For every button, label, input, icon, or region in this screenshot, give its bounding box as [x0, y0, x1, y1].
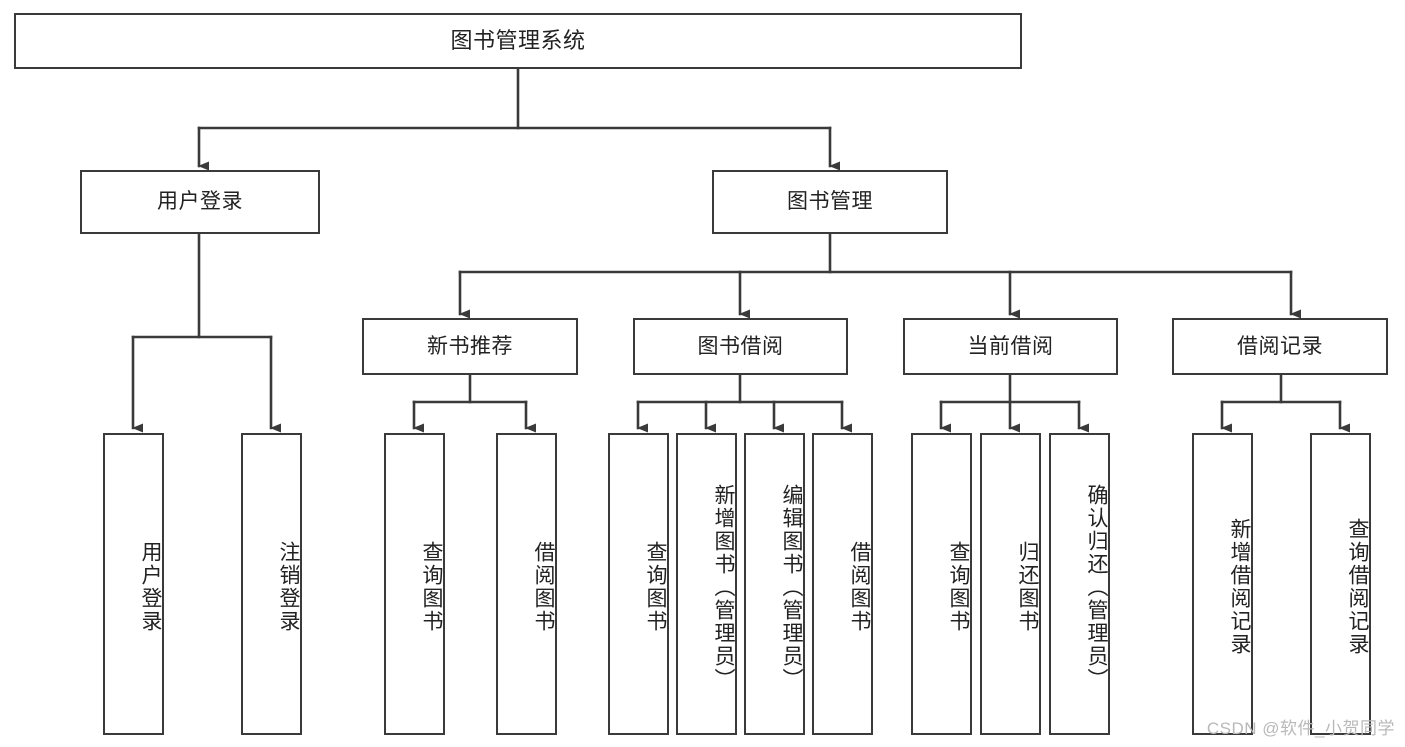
leaf-query-book-current[interactable]: 查询图书: [911, 433, 972, 735]
leaf-return-book[interactable]: 归还图书: [980, 433, 1041, 735]
node-label: 查询借阅记录: [1346, 518, 1369, 656]
edges-borrow-record: [1220, 373, 1350, 433]
leaf-query-book-recommend[interactable]: 查询图书: [384, 433, 445, 735]
node-label: 确认归还（管理员）: [1085, 483, 1108, 691]
node-borrow-record[interactable]: 借阅记录: [1172, 318, 1388, 375]
leaf-add-book-admin[interactable]: 新增图书（管理员）: [676, 433, 737, 735]
edges-new-book-recommend: [412, 373, 536, 433]
leaf-confirm-return-admin[interactable]: 确认归还（管理员）: [1049, 433, 1110, 735]
node-root-system[interactable]: 图书管理系统: [14, 13, 1022, 69]
leaf-add-borrow-record[interactable]: 新增借阅记录: [1192, 433, 1253, 735]
node-label: 图书借阅: [697, 334, 784, 358]
node-label: 借阅图书: [532, 541, 555, 633]
node-label: 用户登录: [157, 190, 243, 214]
node-book-borrow[interactable]: 图书借阅: [633, 318, 848, 375]
node-current-borrow[interactable]: 当前借阅: [903, 318, 1118, 375]
node-label: 图书管理系统: [450, 27, 586, 53]
node-label: 借阅图书: [848, 541, 871, 633]
edges-root: [197, 67, 840, 171]
leaf-user-login[interactable]: 用户登录: [103, 433, 164, 735]
node-label: 用户登录: [139, 541, 162, 633]
node-user-login[interactable]: 用户登录: [80, 170, 320, 234]
node-label: 查询图书: [947, 541, 970, 633]
leaf-borrow-book-borrow[interactable]: 借阅图书: [812, 433, 873, 735]
node-book-management[interactable]: 图书管理: [712, 170, 948, 234]
edges-user-login: [131, 232, 281, 433]
leaf-edit-book-admin[interactable]: 编辑图书（管理员）: [744, 433, 805, 735]
edges-book-borrow: [636, 373, 852, 433]
edges-current-borrow: [939, 373, 1089, 433]
leaf-borrow-book-recommend[interactable]: 借阅图书: [496, 433, 557, 735]
leaf-logout[interactable]: 注销登录: [241, 433, 302, 735]
edges-book-management: [458, 232, 1301, 319]
node-label: 图书管理: [787, 190, 873, 214]
node-label: 查询图书: [420, 541, 443, 633]
node-label: 归还图书: [1016, 541, 1039, 633]
node-label: 查询图书: [644, 541, 667, 633]
node-label: 新增图书（管理员）: [712, 483, 735, 691]
node-label: 新增借阅记录: [1228, 518, 1251, 656]
csdn-watermark: CSDN @软件_小贺同学: [1206, 719, 1395, 738]
node-label: 借阅记录: [1237, 334, 1323, 358]
node-label: 新书推荐: [427, 334, 513, 358]
node-label: 注销登录: [277, 541, 300, 633]
leaf-query-book-borrow[interactable]: 查询图书: [608, 433, 669, 735]
node-label: 当前借阅: [967, 334, 1054, 358]
leaf-query-borrow-record[interactable]: 查询借阅记录: [1310, 433, 1371, 735]
node-label: 编辑图书（管理员）: [780, 483, 803, 691]
node-new-book-recommend[interactable]: 新书推荐: [362, 318, 578, 375]
